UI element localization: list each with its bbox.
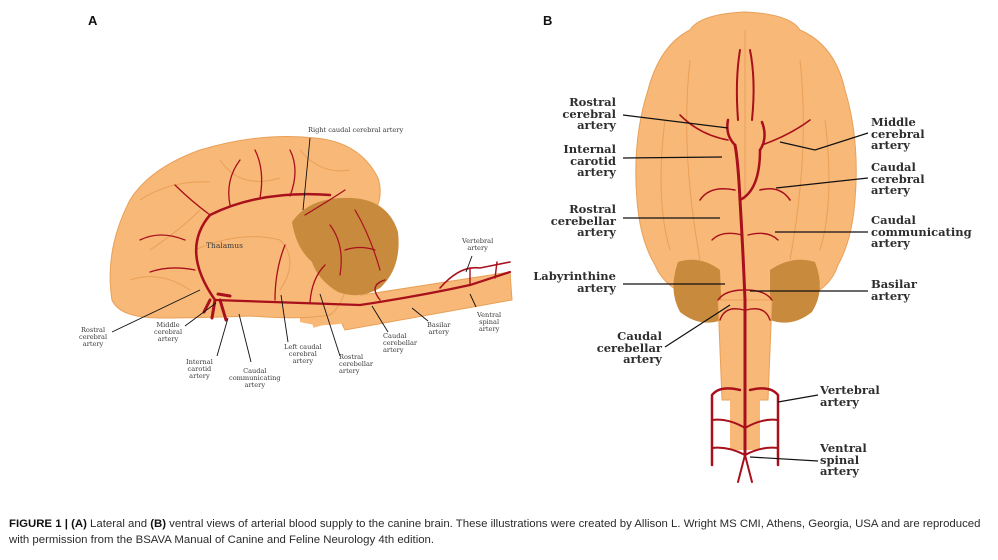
label-a-rostral-cerebellar-artery: Rostral cerebellar artery xyxy=(339,353,374,375)
cerebellum xyxy=(292,197,399,296)
caption-part-b: (B) xyxy=(150,518,167,530)
label-b-internal-carotid-artery: Internal carotid artery xyxy=(563,142,616,179)
ventral-brain-illustration xyxy=(622,11,869,483)
cerebrum xyxy=(109,136,381,319)
caption-text-1: Lateral and xyxy=(86,518,151,530)
lateral-brain-illustration xyxy=(109,136,513,363)
label-b-ventral-spinal-artery: Ventral spinal artery xyxy=(820,441,867,478)
nerve-stub xyxy=(311,315,335,328)
label-a-rostral-cerebral-artery: Rostral cerebral artery xyxy=(79,326,108,348)
label-b-vertebral-artery: Vertebral artery xyxy=(820,383,880,409)
caption-part-a: (A) xyxy=(71,518,87,530)
label-b-rostral-cerebellar-artery: Rostral cerebellar artery xyxy=(550,202,616,239)
label-b-caudal-communicating-artery: Caudal communicating artery xyxy=(871,213,972,250)
label-a-middle-cerebral-artery: Middle cerebral artery xyxy=(154,321,183,343)
label-b-caudal-cerebellar-artery: Caudal cerebellar artery xyxy=(596,329,662,366)
caption-text-2: ventral views of arterial blood supply t… xyxy=(9,518,981,546)
label-a-left-caudal-cerebral-artery: Left caudal cerebral artery xyxy=(284,343,322,365)
label-a-basilar-artery: Basilar artery xyxy=(427,321,451,336)
label-b-caudal-cerebral-artery: Caudal cerebral artery xyxy=(871,160,925,197)
figure-caption: FIGURE 1 | (A) Lateral and (B) ventral v… xyxy=(9,516,994,548)
cerebrum-ventral xyxy=(635,11,857,301)
label-a-vertebral-artery: Vertebral artery xyxy=(462,237,494,252)
label-a-caudal-cerebellar-artery: Caudal cerebellar artery xyxy=(383,332,418,354)
panel-b-letter: B xyxy=(543,13,553,28)
label-b-middle-cerebral-artery: Middle cerebral artery xyxy=(871,115,925,152)
label-b-basilar-artery: Basilar artery xyxy=(871,277,917,303)
label-a-right-caudal-cerebral-artery: Right caudal cerebral artery xyxy=(308,126,404,134)
figure-label: FIGURE 1 | xyxy=(9,518,68,530)
label-a-caudal-communicating-artery: Caudal communicating artery xyxy=(229,367,281,389)
label-b-labyrinthine-artery: Labyrinthine artery xyxy=(533,269,616,295)
label-b-rostral-cerebral-artery: Rostral cerebral artery xyxy=(562,95,616,132)
cerebellum-left xyxy=(673,259,722,323)
label-a-internal-carotid-artery: Internal carotid artery xyxy=(186,358,213,380)
label-a-ventral-spinal-artery: Ventral spinal artery xyxy=(477,311,502,333)
panel-a-letter: A xyxy=(88,13,98,28)
figure: A xyxy=(79,11,972,483)
thalamus-label: Thalamus xyxy=(206,241,243,250)
